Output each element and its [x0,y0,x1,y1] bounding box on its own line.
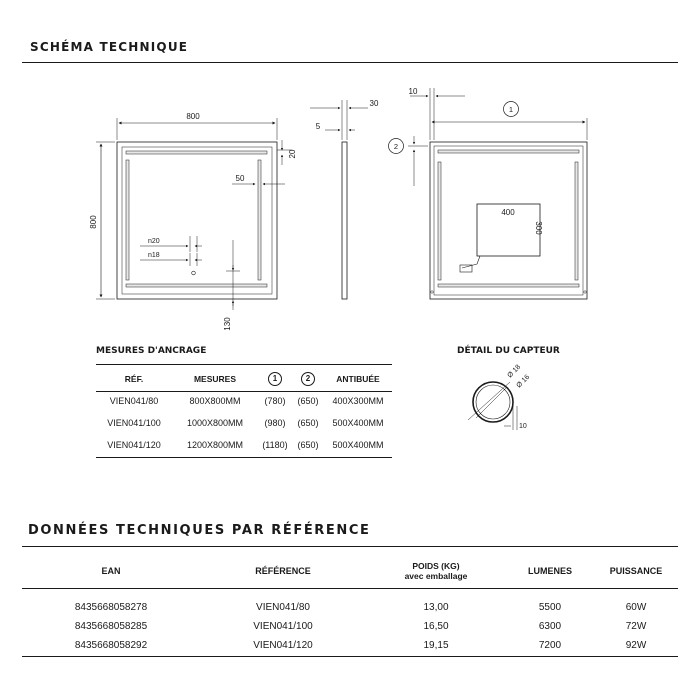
front-height-label: 800 [89,215,98,229]
front-width-label: 800 [186,112,200,121]
marker-2-label: 2 [394,142,398,151]
cell-lumenes: 5500 [538,602,562,613]
tech-col-ean: EAN [101,566,121,576]
sensor-depth-label: 10 [519,423,527,430]
tech-table: EAN RÉFÉRENCE POIDS (KG) avec emballage … [22,554,678,655]
side-depth-label: 30 [370,99,379,108]
back-offset-label: 10 [409,87,418,96]
cell-reference: VIEN041/100 [253,621,313,632]
cell-antibuee: 500X400MM [332,440,384,450]
technical-drawing: 800 800 20 50 n20 n18 130 30 5 10 1 2 40… [89,87,588,331]
table-row: 8435668058285 VIEN041/100 16,50 6300 72W [22,617,678,636]
anchorage-header-row: RÉF. MESURES 1 2 ANTIBUÉE [96,368,392,390]
back-mirror-outline [429,141,588,300]
cell-ref: VIEN041/100 [107,418,161,428]
anchorage-col-mesures: MESURES [193,374,237,384]
tech-top-rule [22,546,678,547]
side-profile [341,141,348,300]
table-row: VIEN041/80 800X800MM (780) (650) 400X300… [96,390,392,412]
cell-lumenes: 7200 [538,640,562,651]
tech-col-poids: POIDS (KG) avec emballage [366,554,506,588]
poids-header-main: POIDS (KG) [412,561,460,571]
led-strip-right [257,159,262,281]
anchorage-title: MESURES D'ANCRAGE [96,346,207,356]
cell-ref: VIEN041/80 [109,396,159,406]
schema-title: SCHÉMA TECHNIQUE [30,40,189,54]
anchorage-col-ref: RÉF. [124,374,144,384]
cell-c2: (650) [297,396,319,406]
cell-poids: 13,00 [423,602,449,613]
cell-ref: VIEN041/120 [107,440,161,450]
anchorage-col-2: 2 [292,368,324,390]
cell-puissance: 60W [625,602,647,613]
sensor-d16-label: Ø 16 [515,374,531,390]
front-mirror-outline [116,141,278,300]
plate-width-label: 400 [501,208,515,217]
tech-bottom-rule [22,656,678,657]
led-strip-left [125,159,130,281]
cell-mesures: 800X800MM [189,396,241,406]
cell-antibuee: 500X400MM [332,418,384,428]
cell-c2: (650) [297,440,319,450]
cell-c1: (1180) [262,440,288,450]
cell-poids: 16,50 [423,621,449,632]
n18-label: n18 [148,252,160,259]
tech-title: DONNÉES TECHNIQUES PAR RÉFÉRENCE [28,523,371,538]
table-row: VIEN041/100 1000X800MM (980) (650) 500X4… [96,412,392,434]
cell-antibuee: 400X300MM [332,396,384,406]
cell-poids: 19,15 [423,640,449,651]
tech-col-lumenes: LUMENES [527,566,572,576]
cell-mesures: 1000X800MM [186,418,244,428]
table-row: 8435668058292 VIEN041/120 19,15 7200 92W [22,636,678,655]
marker-1-circle [503,101,519,117]
tech-col-puissance: PUISSANCE [609,566,663,576]
cell-ean: 8435668058292 [74,640,148,651]
plate-height-label: 300 [534,221,543,235]
sensor-d18-label: Ø 18 [506,364,522,380]
led-strip-bottom [125,283,268,288]
sensor-dot [191,270,196,276]
sensor-inner-ring [475,384,511,420]
n20-label: n20 [148,238,160,245]
side-gap-label: 50 [236,174,245,183]
side-inner-label: 5 [316,122,321,131]
cell-c1: (980) [264,418,286,428]
cell-mesures: 1200X800MM [186,440,244,450]
tech-col-reference: RÉFÉRENCE [255,566,311,576]
anchorage-table: RÉF. MESURES 1 2 ANTIBUÉE VIEN041/80 800… [96,368,392,456]
tech-header-row: EAN RÉFÉRENCE POIDS (KG) avec emballage … [22,554,678,588]
led-strip-top [125,150,268,155]
top-gap-label: 20 [288,149,297,158]
marker-2-circle [388,138,404,154]
anchorage-bottom-rule [96,457,392,458]
bottom-dist-label: 130 [223,317,232,331]
cell-c2: (650) [297,418,319,428]
marker-1-label: 1 [509,105,513,114]
cell-ean: 8435668058285 [74,621,148,632]
cell-puissance: 92W [625,640,647,651]
cell-reference: VIEN041/80 [256,602,310,613]
sensor-detail-drawing: Ø 18 Ø 16 10 [467,364,531,430]
marker-1-badge: 1 [268,372,282,386]
poids-header-sub: avec emballage [404,571,468,581]
top-divider [22,62,678,63]
table-row: 8435668058278 VIEN041/80 13,00 5500 60W [22,598,678,617]
anchorage-top-rule [96,364,392,365]
antifog-plate [476,203,541,257]
sensor-title: DÉTAIL DU CAPTEUR [457,346,560,356]
anchorage-col-antibuee: ANTIBUÉE [336,374,380,384]
marker-2-badge: 2 [301,372,315,386]
cell-c1: (780) [264,396,286,406]
anchorage-col-1: 1 [258,368,292,390]
tech-header-rule [22,588,678,589]
cell-puissance: 72W [625,621,647,632]
sensor-outer-ring [472,381,514,423]
table-row: VIEN041/120 1200X800MM (1180) (650) 500X… [96,434,392,456]
cell-ean: 8435668058278 [74,602,148,613]
cell-reference: VIEN041/120 [253,640,313,651]
anchorage-header-rule [96,391,392,392]
cell-lumenes: 6300 [538,621,562,632]
